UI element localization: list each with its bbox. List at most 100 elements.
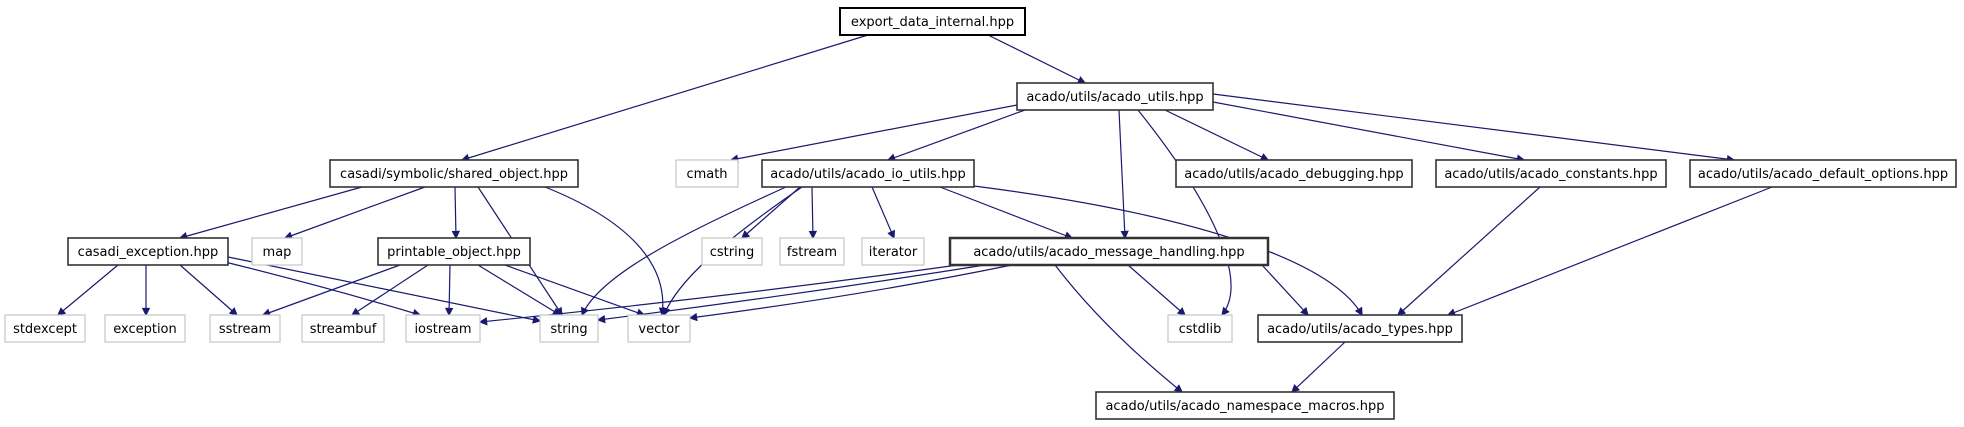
node-label-casexc: casadi_exception.hpp: [78, 245, 219, 260]
node-box-string: [539, 314, 599, 343]
node-vector[interactable]: vector: [627, 314, 691, 343]
node-box-const: [1435, 159, 1667, 188]
node-box-defopt: [1689, 159, 1957, 188]
node-box-vector: [627, 314, 691, 343]
node-utils[interactable]: acado/utils/acado_utils.hpp: [1016, 82, 1214, 111]
edge-defopt-to-types: [1446, 186, 1773, 317]
node-box-casexc: [67, 237, 229, 266]
edge-export-to-shared: [460, 34, 869, 162]
node-defopt[interactable]: acado/utils/acado_default_options.hpp: [1689, 159, 1957, 188]
node-box-types: [1257, 314, 1463, 343]
edge-types-to-macros: [1291, 341, 1346, 393]
edge-msg-to-cstdlib: [1127, 264, 1186, 316]
node-casexc[interactable]: casadi_exception.hpp: [67, 237, 229, 266]
node-box-iostream: [405, 314, 481, 343]
node-label-iostream: iostream: [414, 322, 471, 337]
node-label-cmath: cmath: [686, 167, 727, 182]
node-label-macros: acado/utils/acado_namespace_macros.hpp: [1105, 399, 1384, 414]
node-label-io: acado/utils/acado_io_utils.hpp: [770, 167, 965, 182]
node-label-msg: acado/utils/acado_message_handling.hpp: [973, 245, 1244, 260]
node-box-macros: [1095, 391, 1395, 420]
edge-shared-to-map: [283, 186, 426, 240]
edge-printobj-to-streambuf: [350, 264, 429, 316]
edge-utils-to-cstdlib: [1137, 109, 1232, 316]
edge-printobj-to-sstream: [261, 264, 401, 317]
node-io[interactable]: acado/utils/acado_io_utils.hpp: [761, 159, 975, 188]
node-label-cstdlib: cstdlib: [1179, 322, 1222, 337]
node-label-iterator: iterator: [869, 245, 918, 260]
node-label-string: string: [550, 322, 587, 337]
edge-io-to-fstream: [808, 186, 818, 240]
node-debug[interactable]: acado/utils/acado_debugging.hpp: [1175, 159, 1413, 188]
edge-utils-to-msg: [1118, 109, 1129, 240]
node-label-cstring: cstring: [710, 245, 754, 260]
node-except[interactable]: exception: [104, 314, 186, 343]
node-cstdlib[interactable]: cstdlib: [1167, 314, 1233, 343]
edge-utils-to-io: [886, 109, 1026, 162]
node-streambuf[interactable]: streambuf: [301, 314, 385, 343]
edge-utils-to-const: [1212, 101, 1526, 163]
edge-io-to-string: [581, 186, 787, 317]
edge-printobj-to-string: [477, 264, 562, 316]
node-label-utils: acado/utils/acado_utils.hpp: [1026, 90, 1203, 105]
edge-casexc-to-string: [227, 256, 542, 324]
node-box-io: [761, 159, 975, 188]
edge-msg-to-iostream: [478, 264, 959, 326]
node-label-sstream: sstream: [219, 322, 271, 337]
node-box-cmath: [675, 159, 739, 188]
node-box-shared: [329, 159, 579, 188]
node-box-map: [251, 237, 303, 266]
edge-utils-to-debug: [1164, 109, 1270, 161]
node-box-msg: [948, 236, 1270, 267]
edge-utils-to-defopt: [1212, 93, 1736, 164]
node-label-defopt: acado/utils/acado_default_options.hpp: [1698, 167, 1948, 182]
edge-casexc-to-sstream: [179, 264, 238, 316]
node-box-export: [839, 7, 1026, 36]
edge-utils-to-cmath: [729, 104, 1018, 163]
node-box-cstdlib: [1167, 314, 1233, 343]
edge-msg-to-string: [596, 264, 986, 324]
node-label-vector: vector: [638, 322, 680, 337]
node-box-fstream: [779, 237, 845, 266]
node-stdexcept[interactable]: stdexcept: [4, 314, 86, 343]
node-iostream[interactable]: iostream: [405, 314, 481, 343]
node-box-streambuf: [301, 314, 385, 343]
edge-io-to-iterator: [871, 186, 896, 240]
node-shared[interactable]: casadi/symbolic/shared_object.hpp: [329, 159, 579, 188]
edge-msg-to-types: [1261, 264, 1309, 316]
node-cmath[interactable]: cmath: [675, 159, 739, 188]
node-label-export: export_data_internal.hpp: [851, 15, 1014, 30]
node-box-iterator: [861, 237, 925, 266]
node-box-utils: [1016, 82, 1214, 111]
node-label-stdexcept: stdexcept: [13, 322, 77, 337]
edge-io-to-msg: [939, 186, 1074, 240]
edge-export-to-utils: [987, 34, 1087, 84]
node-box-sstream: [209, 314, 281, 343]
node-label-streambuf: streambuf: [310, 322, 377, 337]
node-label-fstream: fstream: [787, 245, 837, 260]
node-iterator[interactable]: iterator: [861, 237, 925, 266]
node-cstring[interactable]: cstring: [701, 237, 763, 266]
node-types[interactable]: acado/utils/acado_types.hpp: [1257, 314, 1463, 343]
edge-printobj-to-iostream: [444, 264, 454, 317]
edge-msg-to-macros: [1054, 264, 1183, 393]
node-export[interactable]: export_data_internal.hpp: [839, 7, 1026, 36]
edge-casexc-to-stdexcept: [57, 264, 119, 316]
node-msg[interactable]: acado/utils/acado_message_handling.hpp: [948, 236, 1270, 267]
node-box-cstring: [701, 237, 763, 266]
node-map[interactable]: map: [251, 237, 303, 266]
node-box-except: [104, 314, 186, 343]
node-fstream[interactable]: fstream: [779, 237, 845, 266]
edge-const-to-types: [1397, 186, 1541, 316]
node-sstream[interactable]: sstream: [209, 314, 281, 343]
edge-shared-to-casexc: [178, 186, 363, 241]
node-label-except: exception: [113, 322, 177, 337]
node-macros[interactable]: acado/utils/acado_namespace_macros.hpp: [1095, 391, 1395, 420]
node-string[interactable]: string: [539, 314, 599, 343]
node-label-types: acado/utils/acado_types.hpp: [1267, 322, 1453, 337]
node-const[interactable]: acado/utils/acado_constants.hpp: [1435, 159, 1667, 188]
node-box-stdexcept: [4, 314, 86, 343]
node-printobj[interactable]: printable_object.hpp: [377, 237, 531, 266]
